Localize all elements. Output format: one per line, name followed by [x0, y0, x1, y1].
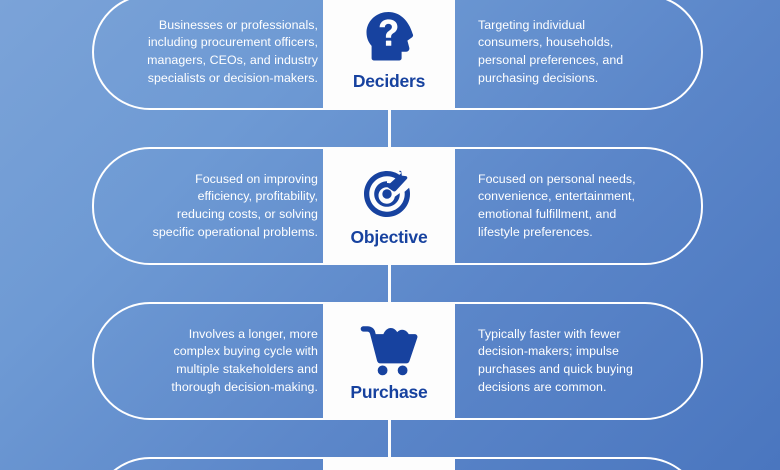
- text-line: personal preferences, and: [478, 53, 624, 67]
- text-line: Focused on personal needs,: [478, 171, 636, 186]
- center-panel-purchase: Purchase: [323, 302, 455, 420]
- text-line: purchases and quick buying: [478, 362, 633, 376]
- row-purchase-right-text: Typically faster with fewer decision-mak…: [457, 304, 705, 418]
- text-line: convenience, entertainment,: [478, 189, 636, 204]
- text-line: Businesses or professionals,: [158, 17, 318, 32]
- text-line: specialists or decision-makers.: [147, 70, 318, 85]
- text-line: Typically faster with fewer: [478, 326, 621, 341]
- row-purchase-left-text: Involves a longer, more complex buying c…: [94, 304, 325, 418]
- center-label-deciders: Deciders: [352, 70, 426, 91]
- text-line: managers, CEOs, and industry: [147, 53, 318, 67]
- row-deciders-right-text: Targeting individual consumers, househol…: [457, 0, 705, 108]
- text-line: emotional fulfillment, and: [478, 207, 617, 221]
- center-panel-objective: Objective: [323, 147, 455, 265]
- comparison-row-purchase: Involves a longer, more complex buying c…: [92, 302, 703, 420]
- center-divider-3: [388, 420, 391, 457]
- text-line: Targeting individual: [478, 17, 586, 32]
- comparison-row-objective: Focused on improving efficiency, profita…: [92, 147, 703, 265]
- text-line: reducing costs, or solving: [176, 207, 318, 221]
- text-line: thorough decision-making.: [171, 379, 318, 394]
- text-line: efficiency, profitability,: [197, 189, 318, 204]
- comparison-row-deciders: Businesses or professionals, including p…: [92, 0, 703, 110]
- text-line: Focused on improving: [195, 171, 318, 186]
- text-line: lifestyle preferences.: [478, 224, 593, 239]
- row-deciders-left-text: Businesses or professionals, including p…: [94, 0, 325, 108]
- center-panel-deciders: Deciders: [323, 0, 455, 110]
- center-label-objective: Objective: [350, 226, 428, 247]
- text-line: complex buying cycle with: [173, 344, 318, 359]
- text-line: multiple stakeholders and: [176, 362, 318, 376]
- row-objective-right-text: Focused on personal needs, convenience, …: [457, 149, 705, 263]
- text-line: including procurement officers,: [147, 35, 318, 50]
- text-line: decision-makers; impulse: [478, 344, 619, 359]
- center-label-purchase: Purchase: [350, 381, 428, 402]
- text-line: Involves a longer, more: [188, 326, 318, 341]
- row-objective-left-text: Focused on improving efficiency, profita…: [94, 149, 325, 263]
- center-panel-partial: [323, 457, 455, 470]
- text-line: purchasing decisions.: [478, 70, 599, 85]
- text-line: specific operational problems.: [152, 224, 318, 239]
- target-arrow-icon: [356, 165, 422, 225]
- center-divider-2: [388, 265, 391, 302]
- head-question-mark-icon: [356, 9, 422, 69]
- center-divider-1: [388, 110, 391, 147]
- shopping-cart-icon: [356, 320, 422, 380]
- text-line: decisions are common.: [478, 379, 607, 394]
- text-line: consumers, households,: [478, 35, 614, 50]
